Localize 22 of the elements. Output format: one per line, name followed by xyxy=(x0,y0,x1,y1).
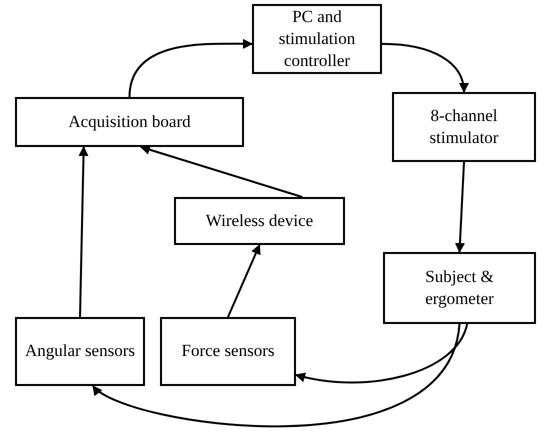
arrow xyxy=(140,144,303,198)
arrow xyxy=(454,162,465,253)
arrow xyxy=(128,38,253,98)
process-box xyxy=(383,252,536,324)
arrow xyxy=(295,324,468,384)
box-label: Acquisition board xyxy=(67,110,192,133)
arrow xyxy=(92,324,460,428)
process-box xyxy=(15,317,145,386)
process-box xyxy=(160,317,296,386)
process-box xyxy=(392,92,536,162)
box-label: Wireless device xyxy=(204,210,314,232)
box-label: Angular sensors xyxy=(24,340,136,362)
arrow xyxy=(382,42,468,93)
box-label: Force sensors xyxy=(180,340,276,362)
arrow xyxy=(227,244,260,318)
box-label: PC and stimulation controller xyxy=(278,6,356,72)
process-box xyxy=(15,97,244,147)
arrow xyxy=(78,146,88,318)
process-box xyxy=(252,4,382,74)
box-label: 8-channel stimulator xyxy=(428,104,500,149)
process-box xyxy=(174,197,345,245)
box-label: Subject & ergometer xyxy=(424,266,495,310)
